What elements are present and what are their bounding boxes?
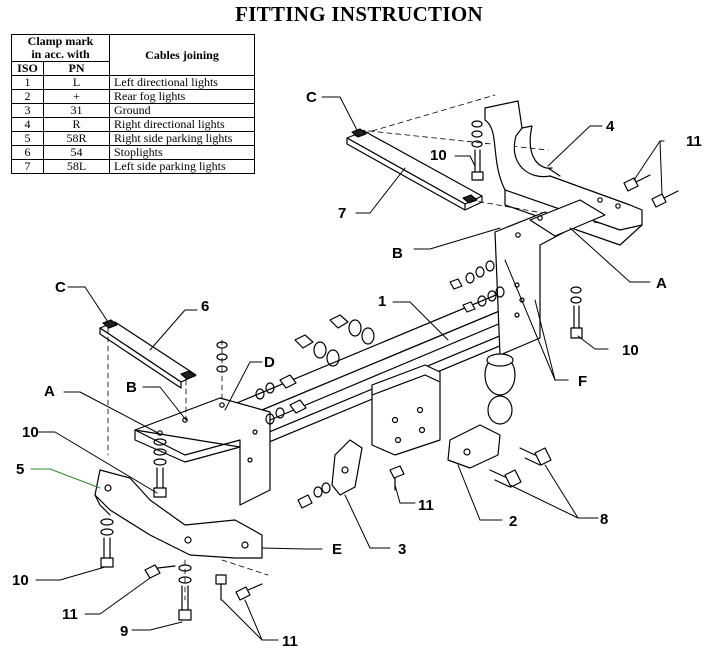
callout-b-left: B [126,379,137,396]
fastener-group-right [449,260,505,313]
pn-cell: 58R [43,131,110,146]
bracket-left [94,397,271,559]
cable-desc-cell: Rear fog lights [109,89,255,104]
large-nut-washers [294,314,375,367]
callout-10-left: 10 [22,424,39,441]
clamp-mark-header: Clamp mark in acc. with [11,34,110,62]
callout-10-bottom: 10 [12,572,29,589]
towball-assembly [371,353,516,469]
callout-9: 9 [120,623,128,640]
callout-f: F [578,373,587,390]
bolt-stack-d [216,341,307,425]
nut-stack-left-lower [100,518,114,568]
bolt-stack-10-top [471,120,484,181]
callout-3: 3 [398,541,406,558]
bolt-stack-10-left [153,438,167,498]
callout-11-mid: 11 [418,497,434,514]
cable-desc-cell: Left directional lights [109,75,255,90]
callout-b-right: B [392,245,403,262]
callout-e: E [332,541,342,558]
clamp-bar-left [99,319,197,389]
callout-d: D [264,354,275,371]
callout-c-top: C [306,89,317,106]
callout-11-top: 11 [686,133,702,150]
pn-header: PN [43,61,110,76]
callout-5: 5 [16,461,24,478]
callout-10-right: 10 [622,342,639,359]
bolt-pair-8 [489,447,552,488]
callout-10-top: 10 [430,147,447,164]
table-row: 2+Rear fog lights [11,89,255,104]
socket-plate [297,439,405,509]
callout-7: 7 [338,205,346,222]
bolt-stack-10-right [570,286,583,339]
callout-6: 6 [201,298,209,315]
bolt-pair-top-right [623,174,679,208]
callout-4: 4 [606,118,615,135]
cable-joining-table: Clamp mark in acc. with Cables joining I… [11,34,255,174]
bolts-bottom [144,564,263,621]
callout-8: 8 [600,511,608,528]
cable-desc-cell: Right side parking lights [109,131,255,146]
dashed-guide-lines-left [107,327,269,601]
callout-a-left: A [44,383,55,400]
pn-cell: 58L [43,159,110,174]
page-title: FITTING INSTRUCTION [235,2,483,26]
cable-desc-cell: Left side parking lights [109,159,255,174]
leader-lines [30,96,665,641]
callout-c-left: C [55,279,66,296]
callout-labels: C 10 4 11 7 B A 1 6 C 10 F D A B 10 5 11… [12,89,702,650]
callout-11-bottom-left: 11 [62,606,78,623]
callout-1: 1 [378,293,386,310]
main-crossbar [231,284,539,451]
cables-joining-header: Cables joining [109,34,255,76]
callout-2: 2 [509,513,517,530]
callout-11-bottom: 11 [282,633,298,650]
side-plate-right [494,199,606,356]
callout-a-right: A [656,275,667,292]
